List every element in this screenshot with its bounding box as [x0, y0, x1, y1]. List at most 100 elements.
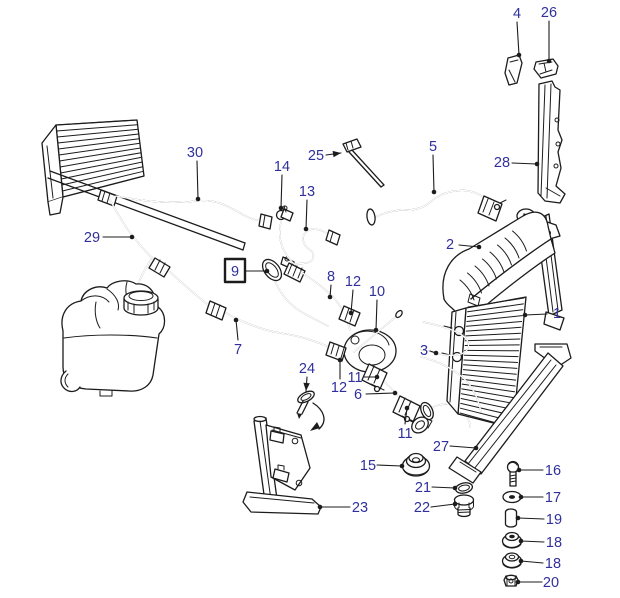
- part-label-14[interactable]: 14: [274, 159, 290, 175]
- leader-line: [517, 517, 545, 520]
- part-label-15[interactable]: 15: [360, 458, 376, 474]
- part-label-9[interactable]: 9: [231, 264, 239, 280]
- part-upper-hose-5[interactable]: [366, 189, 507, 226]
- part-label-18[interactable]: 18: [546, 535, 562, 551]
- part-label-13[interactable]: 13: [299, 184, 315, 200]
- part-bolt-16[interactable]: [506, 460, 520, 487]
- leader-dot: [404, 405, 410, 411]
- leader-line: [430, 503, 456, 508]
- leader-dot: [399, 463, 405, 469]
- leader-line: [375, 299, 378, 331]
- part-radiator-top-tank[interactable]: [442, 208, 561, 319]
- part-washer-17[interactable]: [502, 490, 522, 504]
- leader-line: [235, 319, 239, 341]
- leader-dot: [515, 579, 521, 585]
- part-label-1[interactable]: 1: [553, 306, 561, 322]
- part-thermostat-housing[interactable]: [325, 329, 397, 373]
- part-label-23[interactable]: 23: [352, 500, 368, 516]
- part-deflector-27[interactable]: [448, 343, 572, 484]
- part-clip-26[interactable]: [533, 58, 559, 79]
- part-label-19[interactable]: 19: [546, 512, 562, 528]
- part-label-12[interactable]: 12: [331, 380, 347, 396]
- leader-dot: [317, 504, 323, 510]
- part-heater-core[interactable]: [41, 119, 246, 251]
- leader-arrowhead: [332, 150, 341, 158]
- leader-dot: [452, 501, 458, 507]
- part-spacer-19[interactable]: [504, 508, 518, 528]
- leader-dot: [374, 374, 380, 380]
- leader-line: [520, 540, 545, 543]
- part-label-22[interactable]: 22: [414, 500, 430, 516]
- part-bleed-pipe-10[interactable]: [353, 309, 403, 353]
- part-bleed-hose-14[interactable]: [275, 205, 296, 266]
- part-hose-29[interactable]: [109, 199, 214, 309]
- part-label-17[interactable]: 17: [545, 490, 561, 506]
- part-label-30[interactable]: 30: [187, 145, 203, 161]
- part-retainer-rod-25[interactable]: [342, 138, 385, 188]
- part-label-4[interactable]: 4: [513, 6, 521, 22]
- part-oil-cooler-pipe-3[interactable]: [420, 321, 482, 413]
- part-label-18[interactable]: 18: [545, 556, 561, 572]
- leader-line: [196, 160, 199, 200]
- part-label-11[interactable]: 11: [397, 426, 412, 442]
- part-nut-20[interactable]: [503, 574, 519, 587]
- part-hose-13[interactable]: [294, 228, 341, 266]
- part-label-26[interactable]: 26: [541, 5, 557, 21]
- leader-dot: [516, 52, 522, 58]
- leader-line: [449, 445, 477, 449]
- part-hose-30[interactable]: [115, 195, 273, 230]
- part-label-21[interactable]: 21: [415, 480, 431, 496]
- part-hose-8[interactable]: [300, 271, 361, 331]
- part-label-2[interactable]: 2: [446, 237, 454, 253]
- highlight-box: [223, 257, 247, 284]
- leader-line: [350, 289, 354, 314]
- part-label-7[interactable]: 7: [234, 342, 242, 358]
- part-bracket-23[interactable]: [242, 415, 322, 515]
- leader-arrowhead: [303, 382, 310, 391]
- part-label-10[interactable]: 10: [369, 284, 385, 300]
- leader-dot: [518, 538, 524, 544]
- leader-dot: [534, 161, 540, 167]
- leader-dot: [264, 268, 270, 274]
- leader-dot: [392, 390, 398, 396]
- leader-line: [431, 486, 456, 489]
- part-label-24[interactable]: 24: [299, 361, 315, 377]
- part-expansion-tank[interactable]: [60, 280, 166, 397]
- leader-dot: [546, 58, 552, 64]
- leader-dot: [348, 310, 354, 316]
- leader-line: [511, 162, 538, 165]
- part-label-28[interactable]: 28: [494, 155, 510, 171]
- part-label-25[interactable]: 25: [308, 148, 324, 164]
- part-label-11[interactable]: 11: [347, 370, 362, 386]
- leader-line: [458, 244, 480, 248]
- part-label-8[interactable]: 8: [327, 269, 335, 285]
- part-label-3[interactable]: 3: [420, 343, 428, 359]
- leader-dot: [129, 234, 135, 240]
- part-label-20[interactable]: 20: [543, 575, 559, 591]
- leader-dot: [515, 515, 521, 521]
- part-hose-junction[interactable]: [283, 262, 306, 283]
- leader-dot: [327, 294, 333, 300]
- leader-dot: [195, 196, 201, 202]
- part-oring-21[interactable]: [454, 481, 474, 494]
- leader-dot: [518, 494, 524, 500]
- leader-dot: [431, 189, 437, 195]
- part-label-16[interactable]: 16: [545, 463, 561, 479]
- part-label-29[interactable]: 29: [84, 230, 100, 246]
- part-push-pin-24[interactable]: [296, 389, 325, 431]
- part-drain-plug-22[interactable]: [453, 494, 475, 518]
- part-label-12[interactable]: 12: [345, 274, 361, 290]
- part-mount-bush-18a[interactable]: [501, 531, 523, 549]
- part-mount-bush-18b[interactable]: [501, 552, 523, 569]
- part-grommet-15[interactable]: [401, 452, 431, 477]
- part-hose-7[interactable]: [205, 300, 337, 351]
- leader-dot: [373, 327, 379, 333]
- part-bracket-28[interactable]: [537, 80, 566, 204]
- leader-line: [365, 392, 396, 395]
- part-label-27[interactable]: 27: [433, 439, 449, 455]
- part-label-5[interactable]: 5: [429, 139, 437, 155]
- part-clip-4[interactable]: [504, 54, 523, 86]
- part-label-6[interactable]: 6: [354, 387, 362, 403]
